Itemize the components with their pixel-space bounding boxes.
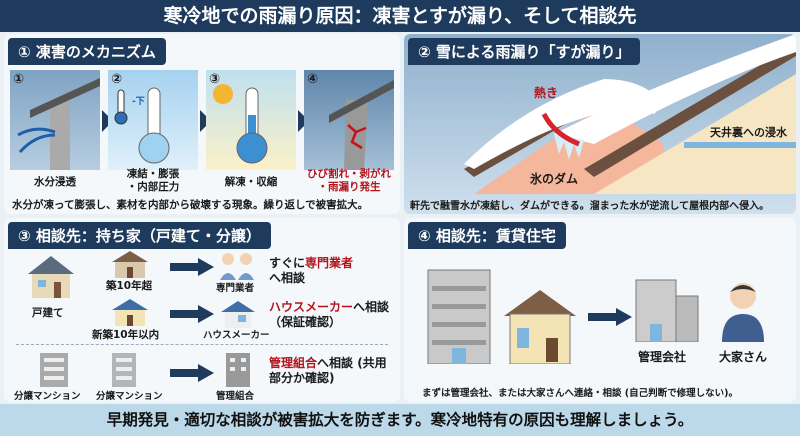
step-caption: 凍結・膨張 ・内部圧力 <box>126 168 180 193</box>
arrow-icon <box>102 110 113 132</box>
step-caption: ひび割れ・剥がれ ・雨漏り発生 <box>307 168 391 193</box>
advice-text: すぐに専門業者へ相談 <box>269 256 389 286</box>
step-number: ① <box>13 72 25 87</box>
arrow-right-icon <box>170 258 214 276</box>
management-association-icon <box>226 353 250 387</box>
target-label: ハウスメーカー <box>203 330 270 341</box>
management-company-icon <box>635 279 699 342</box>
condition-label: 築10年超 <box>106 280 153 292</box>
temperature-label: -下 <box>132 97 145 107</box>
landlord-avatar-icon <box>722 283 764 342</box>
panel-title: ② 雪による雨漏り「すが漏り」 <box>408 38 641 65</box>
summary-text: まずは管理会社、または大家さんへ連絡・相談 (自己判断で修理しない)。 <box>422 388 738 399</box>
condo-icon <box>40 353 68 387</box>
condition-label: 分譲マンション <box>96 391 163 402</box>
apartment-building-icon <box>427 269 491 364</box>
condition-label: 新築10年以内 <box>92 329 160 341</box>
step-number: ③ <box>209 72 221 87</box>
target-label: 管理組合 <box>216 391 255 402</box>
advice-highlight: 専門業者 <box>305 256 354 270</box>
condition-label: 分譲マンション <box>14 391 81 402</box>
advice-text: 管理組合へ相談 (共用部分か確認) <box>269 356 389 386</box>
arrow-right-icon <box>170 364 214 382</box>
old-house-icon <box>112 251 148 278</box>
divider <box>16 344 388 345</box>
condo-icon <box>112 353 136 387</box>
ceiling-leak-label: 天井裏への浸水 <box>710 126 787 139</box>
page-title: 寒冷地での雨漏り原因：凍害とすが漏り、そして相談先 <box>0 0 800 32</box>
summary-text: 水分が凍って膨張し、素材を内部から破壊する現象。繰り返しで被害拡大。 <box>12 199 369 211</box>
step-2: ② -下 <box>108 70 198 170</box>
target-label: 大家さん <box>719 350 768 364</box>
thermometer-thaw-icon <box>213 84 268 164</box>
house-maker-icon <box>221 301 255 328</box>
step-3: ③ <box>206 70 296 170</box>
step-caption: 水分浸透 <box>34 176 76 188</box>
advice-prefix: すぐに <box>269 256 306 270</box>
footer-message: 早期発見・適切な相談が被害拡大を防ぎます。寒冷地特有の原因も理解しましょう。 <box>0 404 800 436</box>
thermometer-freezing-icon <box>114 87 170 164</box>
panel-ice-dam: ② 雪による雨漏り「すが漏り」 熱き 氷のダム 天井裏への浸水 軒先で融雪水が凍… <box>404 34 796 214</box>
advice-text: ハウスメーカーへ相談（保証確認） <box>269 300 399 330</box>
panel-owned-home: ③ 相談先：持ち家（戸建て・分譲） 戸建て 築10年超 新築10年以内 専門業者… <box>4 218 400 402</box>
advice-suffix: へ相談 (共用部分か確認) <box>269 356 387 385</box>
specialist-workers-icon <box>220 253 254 280</box>
step-number: ④ <box>307 72 319 87</box>
target-label: 管理会社 <box>638 350 687 364</box>
panel-rental: ④ 相談先：賃貸住宅 管理会社 大家さん まずは管理会社、または大家さんへ連絡・… <box>404 218 796 402</box>
moisture-penetration-illustration <box>17 78 100 170</box>
arrow-icon <box>200 110 211 132</box>
step-4: ④ <box>304 70 394 170</box>
rental-house-icon <box>504 290 576 364</box>
panel-title: ④ 相談先：賃貸住宅 <box>408 222 566 249</box>
advice-suffix: へ相談（保証確認） <box>269 300 390 329</box>
arrow-right-icon <box>588 308 632 326</box>
target-label: 専門業者 <box>216 283 255 294</box>
advice-highlight: 管理組合 <box>269 356 318 370</box>
panel-title: ③ 相談先：持ち家（戸建て・分譲） <box>8 222 271 249</box>
arrow-right-icon <box>170 305 214 323</box>
summary-text: 軒先で融雪水が凍結し、ダムができる。溜まった水が逆流して屋根内部へ侵入。 <box>410 201 770 212</box>
step-number: ② <box>111 72 123 87</box>
step-1: ① <box>10 70 100 170</box>
heat-label: 熱き <box>534 86 559 100</box>
ice-dam-illustration <box>464 34 796 194</box>
house-type-label: 戸建て <box>32 307 64 319</box>
crack-illustration <box>329 80 394 170</box>
step-caption: 解凍・収縮 <box>224 176 278 188</box>
arrow-icon <box>298 110 309 132</box>
panel-title: ① 凍害のメカニズム <box>8 38 166 65</box>
advice-suffix: へ相談 <box>269 271 306 285</box>
detached-house-icon <box>28 256 74 298</box>
panel-frost-damage: ① 凍害のメカニズム ① ② -下 ③ ④ 水分浸透 凍結・膨張 ・内部圧力 解… <box>4 34 400 214</box>
ice-dam-label: 氷のダム <box>530 172 579 186</box>
advice-highlight: ハウスメーカー <box>269 300 354 314</box>
new-house-icon <box>112 299 148 326</box>
